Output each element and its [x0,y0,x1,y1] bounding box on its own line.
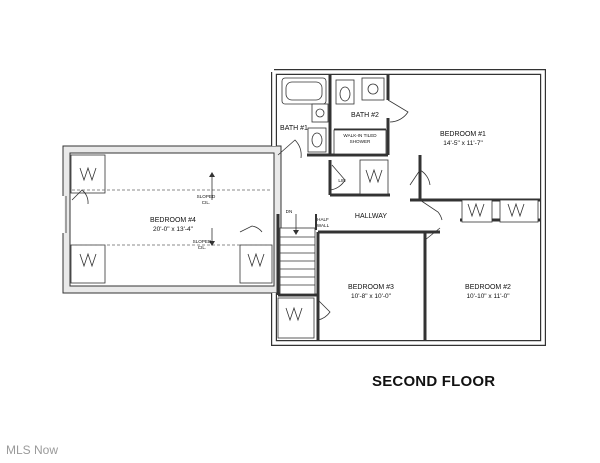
sloped-bottom-line1: SLOPED [193,239,212,244]
hallway-label: HALLWAY [355,213,387,220]
bedroom4-label: BEDROOM #4 [150,217,196,224]
watermark: MLS Now [6,443,59,457]
bedroom1-dims: 14'-5" x 11'-7" [443,140,483,147]
shower-note-line1: WALK-IN TILED [343,133,377,138]
bath-fixtures [281,77,387,155]
bedroom1-label: BEDROOM #1 [440,131,486,138]
bath1-label: BATH #1 [280,125,308,132]
upper-block-walls [271,69,546,346]
sloped-top-line2: CIL. [202,200,210,205]
sloped-top-line1: SLOPED [197,194,216,199]
door-swings [71,99,443,321]
sloped-bottom-line2: CIL. [198,245,206,250]
half-wall-note-line1: HALF [317,217,329,222]
bedroom2-label: BEDROOM #2 [465,284,511,291]
bedroom2-dims: 10'-10" x 11'-0" [466,293,510,300]
staircase [279,214,316,295]
bedroom3-label: BEDROOM #3 [348,284,394,291]
down-note: DN [286,209,293,214]
bedroom4-dims: 20'-0" x 13'-4" [153,226,194,233]
half-wall-note-line2: WALL [317,223,330,228]
floor-title: SECOND FLOOR [372,373,496,390]
linen-note: LIN [338,178,345,183]
shower-note-line2: SHOWER [350,139,371,144]
bedroom3-dims: 10'-8" x 10'-0" [351,293,392,300]
bath2-label: BATH #2 [351,112,379,119]
slope-arrows [209,172,215,246]
sloped-ceiling-lines [72,189,272,246]
closets [70,154,539,339]
